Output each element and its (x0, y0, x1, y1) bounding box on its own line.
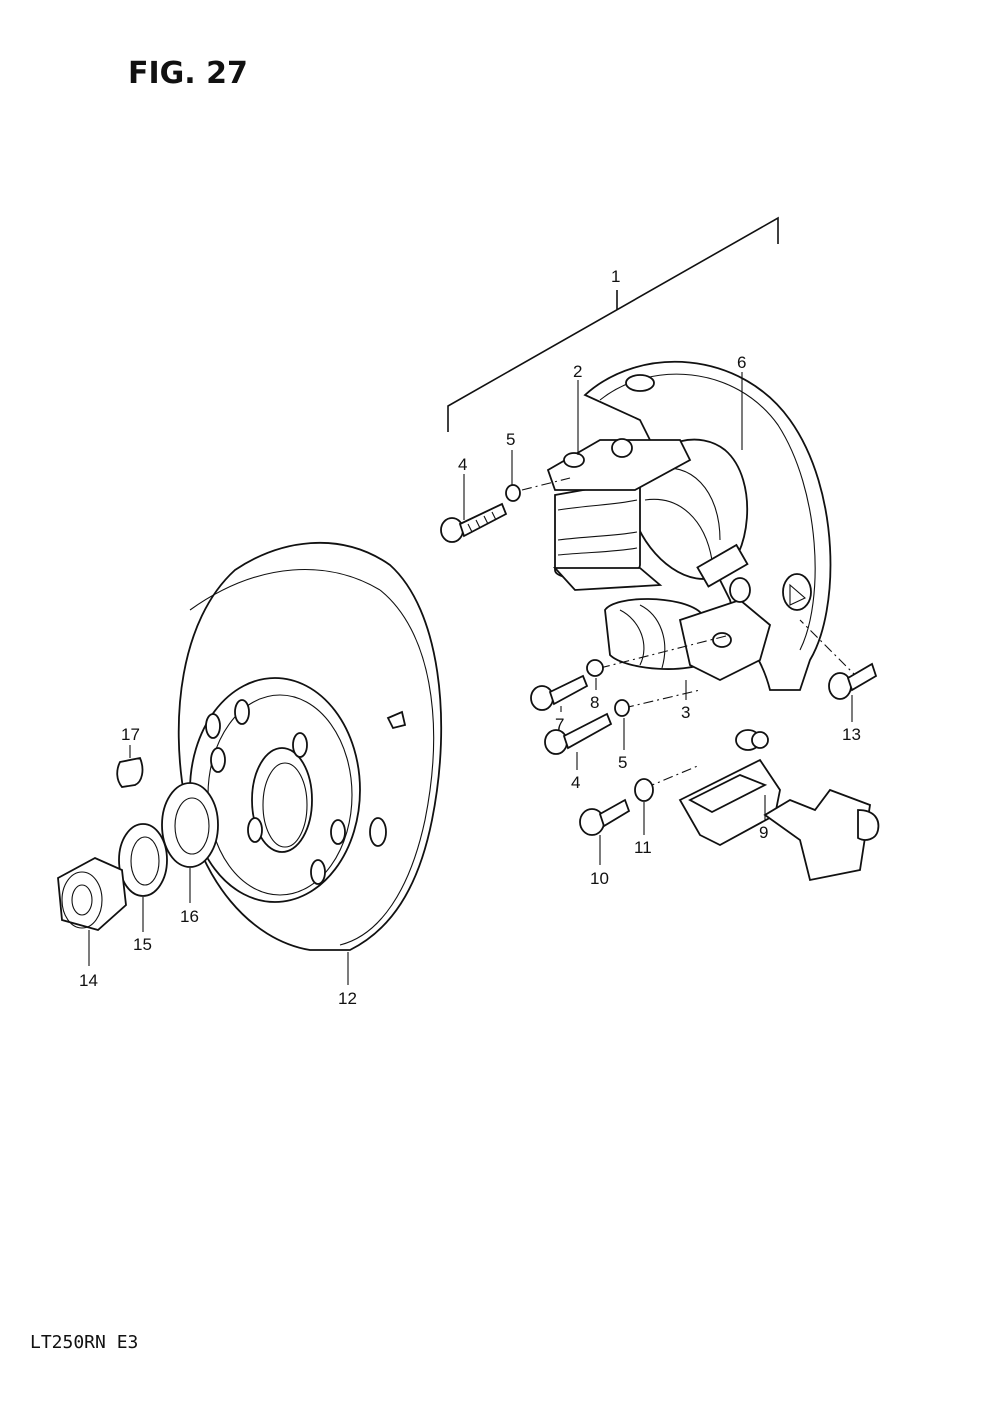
callout-14: 14 (79, 971, 98, 990)
callout-9: 9 (759, 823, 768, 842)
callout-6: 6 (737, 353, 746, 372)
washer-16 (161, 782, 219, 868)
washer-8 (586, 659, 604, 677)
callout-4-lower: 4 (571, 773, 580, 792)
callout-13: 13 (842, 725, 861, 744)
callout-12: 12 (338, 989, 357, 1008)
callout-4-top: 4 (458, 455, 467, 474)
callout-2: 2 (573, 362, 582, 381)
nut-14 (57, 856, 127, 931)
woodruff-key-17 (116, 756, 144, 788)
screw-4-lower (544, 712, 613, 755)
callout-17: 17 (121, 725, 140, 744)
callout-5-top: 5 (506, 430, 515, 449)
screw-13 (828, 662, 878, 700)
assembly-bracket (447, 216, 779, 432)
callout-16: 16 (180, 907, 199, 926)
model-code-label: LT250RN E3 (30, 1332, 139, 1353)
washer-5-lower (614, 699, 630, 717)
callout-labels: 1 2 6 4 5 8 7 3 13 5 4 9 11 10 17 16 15 … (79, 267, 861, 1008)
pickup-coil-9 (678, 729, 880, 882)
coil-3 (604, 577, 772, 682)
callout-1: 1 (611, 267, 620, 286)
leader-lines (88, 372, 853, 985)
screw-10 (579, 798, 631, 836)
figure-title: FIG. 27 (128, 56, 248, 91)
callout-7: 7 (555, 715, 564, 734)
callout-8: 8 (590, 693, 599, 712)
washer-11 (634, 778, 654, 802)
washer-15 (118, 823, 168, 897)
washer-5-top (505, 484, 521, 502)
callout-5-lower: 5 (618, 753, 627, 772)
screw-4-top (440, 502, 508, 543)
callout-10: 10 (590, 869, 609, 888)
coil-2 (546, 438, 692, 591)
screw-7 (530, 674, 589, 711)
callout-3: 3 (681, 703, 690, 722)
flywheel-rotor-12 (177, 541, 443, 951)
callout-11: 11 (634, 838, 652, 857)
callout-15: 15 (133, 935, 152, 954)
